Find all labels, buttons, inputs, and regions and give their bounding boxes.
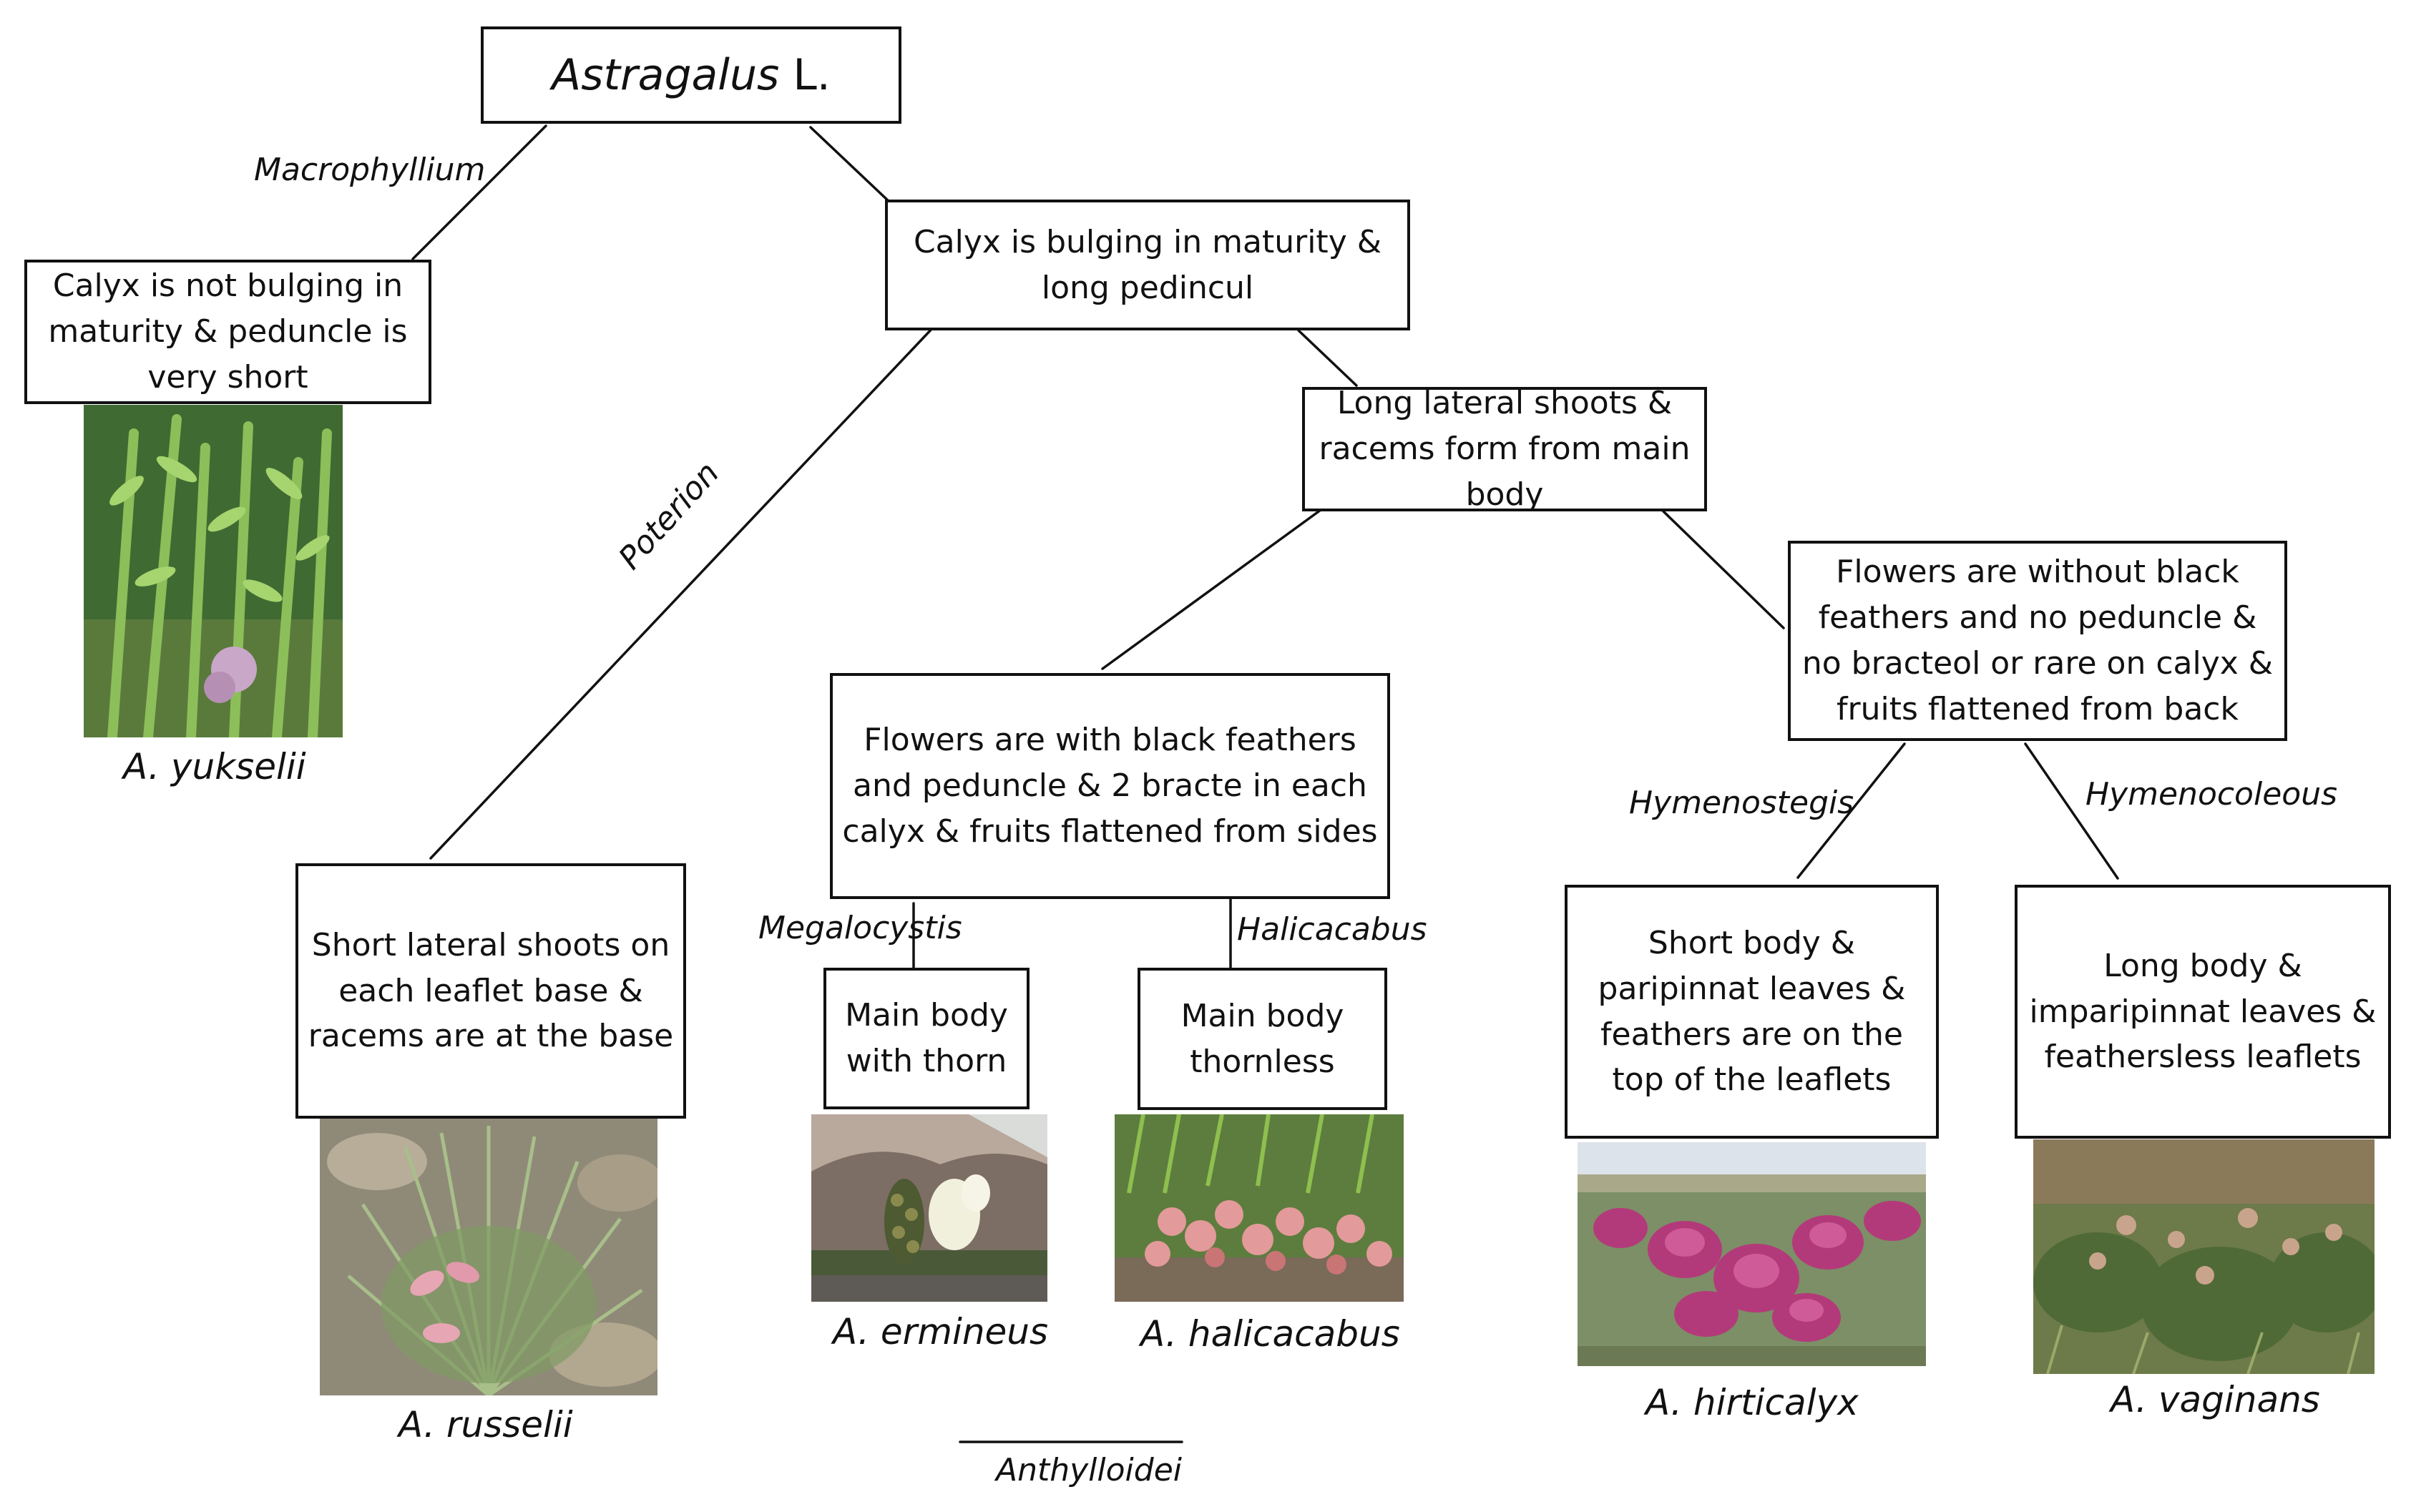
node-long-body-imparipinnat: Long body & imparipinnat leaves & feathe… <box>2015 885 2391 1139</box>
species-caption-halicacabus: A. halicacabus <box>1140 1313 1400 1355</box>
section-label-megalocystis: Megalocystis <box>758 910 962 946</box>
species-caption-ermineus: A. ermineus <box>833 1311 1049 1353</box>
node-short-lateral-shoots: Short lateral shoots on each leaflet bas… <box>295 863 686 1119</box>
node-flowers-with-black-feathers: Flowers are with black feathers and pedu… <box>830 673 1390 899</box>
photo-a-vaginans <box>2033 1139 2375 1374</box>
root-genus: Astragalus <box>552 49 780 100</box>
section-label-hymenostegis: Hymenostegis <box>1629 785 1854 821</box>
section-label-macrophyllium: Macrophyllium <box>254 152 486 188</box>
root-author: L. <box>793 49 831 100</box>
photo-a-russelii <box>320 1119 657 1395</box>
species-caption-hirticalyx: A. hirticalyx <box>1645 1382 1859 1423</box>
photo-a-yukselii <box>84 405 343 737</box>
node-main-body-thornless: Main body thornless <box>1138 968 1387 1110</box>
species-caption-yukselii: A. yukselii <box>123 746 306 787</box>
edge-root-n1 <box>411 124 547 260</box>
edge-n2-n3 <box>1297 329 1358 387</box>
edge-n3-n6 <box>1101 509 1322 670</box>
photo-a-halicacabus <box>1115 1114 1404 1302</box>
section-label-halicacabus: Halicacabus <box>1237 911 1427 948</box>
species-caption-russelii: A. russelii <box>398 1404 573 1445</box>
section-label-hymenocoleous: Hymenocoleous <box>2085 776 2337 813</box>
edge-n4-n10 <box>2024 742 2119 880</box>
section-label-anthylloidei: Anthylloidei <box>996 1452 1182 1488</box>
node-long-lateral-shoots: Long lateral shoots & racems form from m… <box>1302 385 1707 513</box>
node-main-body-with-thorn: Main body with thorn <box>823 968 1030 1109</box>
edge-n4-n9 <box>1796 742 1906 879</box>
photo-a-ermineus <box>811 1114 1047 1302</box>
photo-a-hirticalyx <box>1578 1142 1926 1366</box>
root-node-astragalus: Astragalus L. <box>481 26 901 124</box>
node-short-body-paripinnat: Short body & paripinnat leaves & feather… <box>1565 885 1939 1139</box>
node-calyx-not-bulging: Calyx is not bulging in maturity & pedun… <box>24 260 431 404</box>
node-flowers-without-black-feathers: Flowers are without black feathers and n… <box>1788 541 2287 741</box>
edge-root-n2 <box>809 126 891 203</box>
edge-n2-n5 <box>429 325 936 860</box>
edge-n3-n4 <box>1661 509 1785 629</box>
node-calyx-bulging: Calyx is bulging in maturity & long pedi… <box>885 200 1410 330</box>
species-caption-vaginans: A. vaginans <box>2111 1379 2320 1420</box>
